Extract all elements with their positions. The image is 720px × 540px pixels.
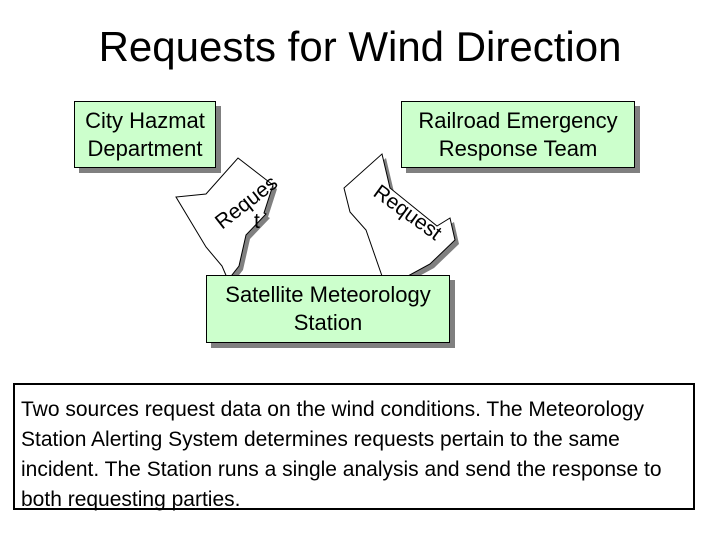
city-hazmat-line1: City Hazmat xyxy=(85,107,205,133)
page-title: Requests for Wind Direction xyxy=(98,23,622,70)
railroad-line1: Railroad Emergency xyxy=(418,107,618,133)
left-arrow-label-overflow: t xyxy=(254,210,260,233)
station-box: Satellite Meteorology Station xyxy=(206,275,450,343)
station-line1: Satellite Meteorology xyxy=(225,282,431,307)
left-request-arrow: Reques t xyxy=(175,157,282,284)
railroad-box: Railroad Emergency Response Team xyxy=(401,101,635,168)
station-line2: Station xyxy=(293,310,363,335)
railroad-line2: Response Team xyxy=(438,135,598,161)
caption-box: Two sources request data on the wind con… xyxy=(13,383,695,511)
right-request-arrow: Request xyxy=(343,153,459,286)
city-hazmat-line2: Department xyxy=(87,135,203,161)
city-hazmat-box: City Hazmat Department xyxy=(74,101,216,168)
